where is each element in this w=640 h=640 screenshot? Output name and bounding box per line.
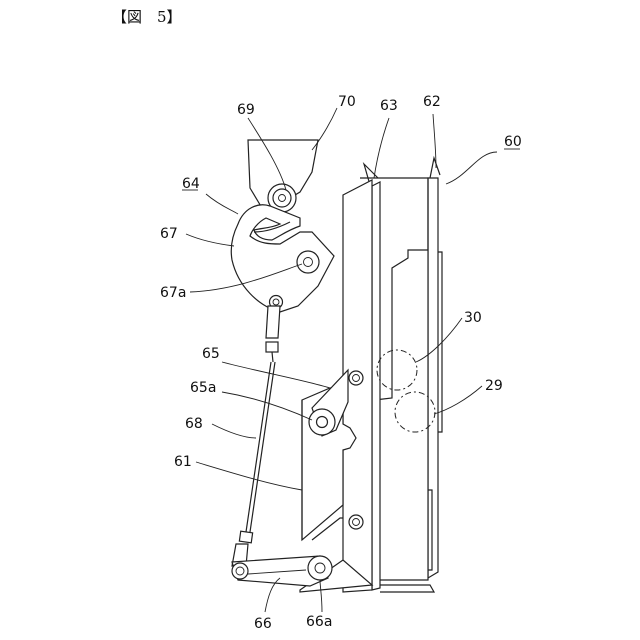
leader-lines [186, 108, 497, 612]
label-60: 60 [504, 134, 522, 150]
label-61: 61 [174, 454, 192, 470]
label-69: 69 [237, 102, 255, 118]
label-67a: 67a [160, 285, 186, 301]
label-66a: 66a [306, 614, 332, 630]
label-68: 68 [185, 416, 203, 432]
plate-62 [428, 158, 442, 578]
label-70: 70 [338, 94, 356, 110]
bolt-upper [349, 371, 363, 385]
label-64: 64 [182, 176, 200, 192]
rod-68 [232, 306, 280, 566]
link-66 [232, 556, 332, 586]
label-29: 29 [485, 378, 503, 394]
label-62: 62 [423, 94, 441, 110]
label-63: 63 [380, 98, 398, 114]
label-67: 67 [160, 226, 178, 242]
label-65a: 65a [190, 380, 216, 396]
label-30: 30 [464, 310, 482, 326]
label-66: 66 [254, 616, 272, 632]
lever-67 [231, 205, 334, 312]
bolt-lower [349, 515, 363, 529]
label-65: 65 [202, 346, 220, 362]
